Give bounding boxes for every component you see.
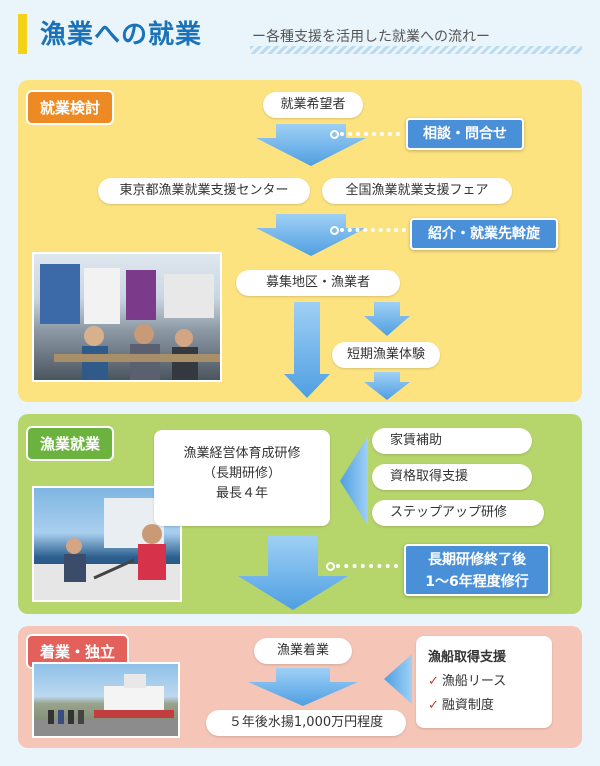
- panel-start-independence: 着業・独立 漁業着業 ５年後水揚1,000万円程度 漁船取得支援 ✓漁船リース …: [18, 626, 582, 748]
- check-icon: ✓: [428, 698, 439, 713]
- connector-dot: [330, 226, 339, 235]
- box-after-training: 長期研修終了後 1〜6年程度修行: [404, 544, 550, 596]
- boat-lease-label: 漁船リース: [441, 674, 507, 689]
- arrow-left-support: [340, 436, 368, 526]
- arrow-down-short-2: [364, 372, 410, 400]
- boat-support-title: 漁船取得支援: [428, 650, 507, 665]
- node-tokyo-center: 東京都漁業就業支援センター: [98, 178, 310, 204]
- connector-dots: [340, 132, 400, 142]
- node-short-trial: 短期漁業体験: [332, 342, 440, 368]
- box-boat-support: 漁船取得支援 ✓漁船リース ✓融資制度: [416, 636, 552, 728]
- stage-tag-employment: 漁業就業: [26, 426, 115, 461]
- boat-lease-item: ✓漁船リース: [428, 670, 540, 694]
- fishing-port-scene: [34, 674, 178, 736]
- connector-dot: [326, 562, 335, 571]
- training-title: 漁業経営体育成研修: [183, 446, 301, 461]
- boat-training-scene: [34, 498, 180, 600]
- support-rent: 家賃補助: [372, 428, 532, 454]
- finance-item: ✓融資制度: [428, 694, 540, 718]
- photo-fishing-port: [32, 662, 180, 738]
- arrow-down-independent: [248, 668, 358, 706]
- after-training-line2: 1〜6年程度修行: [425, 574, 529, 590]
- node-national-fair: 全国漁業就業支援フェア: [322, 178, 512, 204]
- training-duration: 最長４年: [215, 486, 268, 501]
- photo-job-fair: [32, 252, 222, 382]
- after-training-line1: 長期研修終了後: [428, 552, 526, 568]
- job-fair-scene: [40, 264, 220, 380]
- box-consult: 相談・問合せ: [406, 118, 524, 150]
- arrow-down-short-1: [364, 302, 410, 336]
- node-applicant: 就業希望者: [263, 92, 363, 118]
- arrow-left-boat: [384, 654, 412, 704]
- node-fishery-start: 漁業着業: [254, 638, 352, 664]
- connector-dots: [340, 228, 406, 238]
- support-stepup: ステップアップ研修: [372, 500, 544, 526]
- stage-tag-consideration: 就業検討: [26, 90, 115, 125]
- panel-job-consideration: 就業検討 就業希望者 相談・問合せ 東京都漁業就業支援センター 全国漁業就業支援…: [18, 80, 582, 402]
- panel-fishery-employment: 漁業就業 漁業経営体育成研修 （長期研修） 最長４年 家賃補助 資格取得支援 ス…: [18, 414, 582, 614]
- box-long-term-training: 漁業経営体育成研修 （長期研修） 最長４年: [154, 430, 330, 526]
- connector-dots: [336, 564, 398, 574]
- arrow-down-2: [256, 214, 366, 256]
- arrow-down-employ: [238, 536, 348, 610]
- node-recruit-area: 募集地区・漁業者: [236, 270, 400, 296]
- arrow-down-1: [256, 124, 366, 166]
- arrow-down-long: [284, 302, 330, 398]
- support-license: 資格取得支援: [372, 464, 532, 490]
- page-title: 漁業への就業: [40, 20, 203, 50]
- box-introduction: 紹介・就業先斡旋: [410, 218, 558, 250]
- node-result-5years: ５年後水揚1,000万円程度: [206, 710, 406, 736]
- training-subtitle: （長期研修）: [202, 466, 281, 481]
- check-icon: ✓: [428, 674, 439, 689]
- page-subtitle: ー各種支援を活用した就業への流れー: [252, 29, 490, 45]
- finance-label: 融資制度: [441, 698, 494, 713]
- header-accent-bar: [18, 14, 27, 54]
- connector-dot: [330, 130, 339, 139]
- header-stripes: [250, 46, 582, 54]
